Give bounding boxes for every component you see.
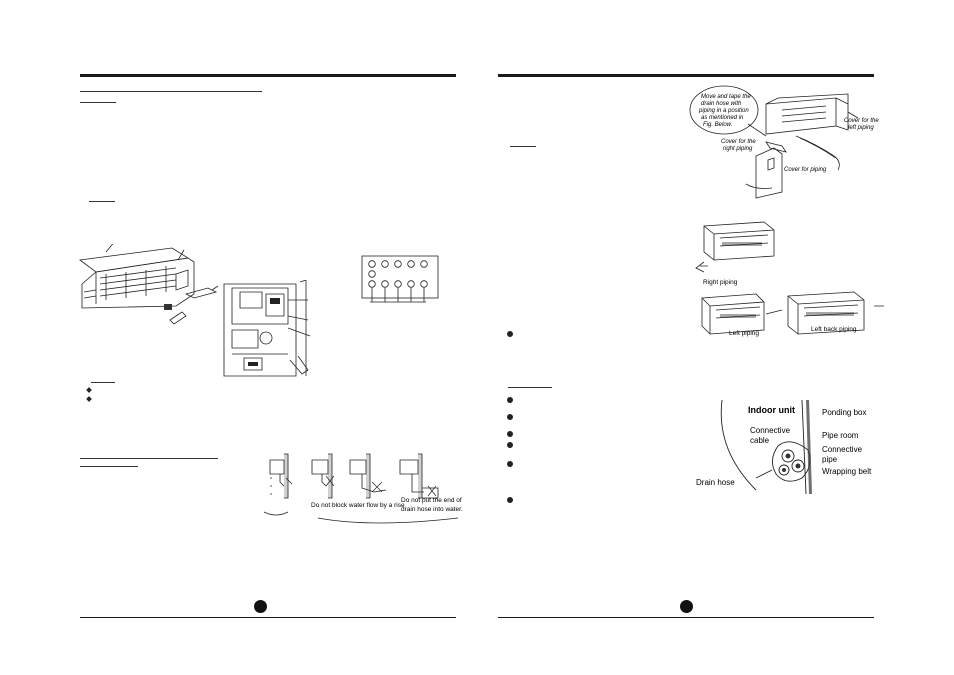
left-bullet-1 (86, 387, 92, 393)
drain-caption-water-line2: drain hose into water. (401, 506, 463, 513)
wrapping-belt-label: Wrapping belt (822, 467, 872, 476)
right-bullet-2 (507, 397, 513, 403)
right-bullet-5 (507, 442, 513, 448)
right-bullet-4 (507, 431, 513, 437)
right-section-underline (508, 387, 552, 388)
piping-callout-line-4: as mentioned in (701, 115, 744, 121)
terminal-block-diagram (361, 255, 439, 303)
connective-cable-label-2: cable (750, 436, 770, 445)
control-box-detail-drawing (223, 280, 311, 377)
cover-left-piping-line-2: left piping (848, 125, 874, 131)
piping-callout-line-3: piping in a position (699, 108, 749, 114)
piping-callout-line-1: Move and tape the (701, 94, 751, 100)
left-bullet-2 (86, 396, 92, 402)
drain-hose-illustrations (263, 453, 459, 524)
indoor-unit-open-panel-drawing (78, 244, 195, 325)
ponding-box-label: Ponding box (822, 408, 867, 417)
left-note-underline-1 (80, 102, 116, 103)
left-note-underline-2 (89, 201, 115, 202)
right-bullet-6 (507, 461, 513, 467)
pipe-room-label: Pipe room (822, 431, 859, 440)
drain-heading-underline (80, 458, 218, 459)
right-note-underline-1 (510, 146, 536, 147)
drain-hose-taping-figure (689, 85, 859, 199)
left-piping-label: Left piping (729, 330, 759, 337)
left-back-piping-label: Left back piping (811, 326, 857, 333)
indoor-unit-title: Indoor unit (748, 405, 795, 415)
right-header-rule (498, 74, 874, 77)
cover-right-piping-line-1: Cover for the (721, 139, 756, 145)
right-bullet-7 (507, 497, 513, 503)
right-page-number-dot (680, 600, 693, 613)
left-header-rule (80, 74, 456, 77)
connective-cable-label-1: Connective (750, 426, 791, 435)
cover-left-piping-line-1: Cover for the (844, 118, 879, 124)
left-footer-rule (80, 617, 456, 618)
drain-caption-water-line1: Do not put the end of (401, 497, 462, 504)
left-note-underline-3 (91, 382, 115, 383)
right-bullet-3 (507, 414, 513, 420)
drain-hose-label: Drain hose (696, 478, 735, 487)
terminal-cover-bracket-drawing (184, 285, 219, 299)
connective-pipe-label-1: Connective (822, 445, 863, 454)
right-piping-label: Right piping (703, 279, 738, 286)
piping-callout-line-5: Fig. Below. (703, 122, 733, 128)
right-bullet-1 (507, 331, 513, 337)
drain-subheading-underline (80, 466, 138, 467)
piping-callout-line-2: drain hose with (701, 101, 742, 107)
pipe-bundle-cross-section (720, 400, 812, 494)
left-page-number-dot (254, 600, 267, 613)
right-footer-rule (498, 617, 874, 618)
cover-for-piping-label: Cover for piping (784, 167, 827, 173)
drain-caption-rise: Do not block water flow by a rise (311, 502, 405, 509)
piping-directions-figure (695, 221, 884, 335)
connective-pipe-label-2: pipe (822, 455, 838, 464)
cover-right-piping-line-2: right piping (723, 146, 753, 152)
left-heading-underline (80, 91, 262, 92)
